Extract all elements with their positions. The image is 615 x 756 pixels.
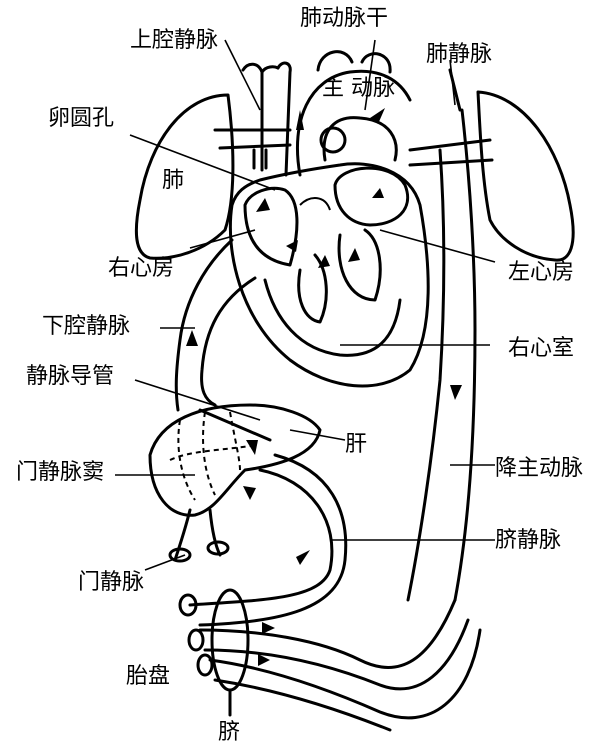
label-placenta: 胎盘 xyxy=(126,664,171,689)
arrow-14 xyxy=(246,440,258,455)
arrow-2 xyxy=(370,108,385,124)
umbilical-artery-2 xyxy=(208,628,482,720)
label-right-ventricle: 右心室 xyxy=(508,336,575,361)
ductus-venosus xyxy=(198,408,272,442)
umbilicus-ring xyxy=(210,588,250,692)
heart-outline xyxy=(228,162,430,388)
umbilical-vein xyxy=(188,468,334,607)
descending-aorta xyxy=(453,108,477,602)
pulmonary-trunk xyxy=(322,116,398,162)
label-inferior-vena-cava: 下腔静脉 xyxy=(42,314,131,339)
right-ventricle xyxy=(263,278,402,357)
label-descending-aorta: 降主动脉 xyxy=(495,456,584,481)
arrow-8 xyxy=(450,385,462,400)
arrow-4 xyxy=(286,240,298,252)
label-portal-vein: 门静脉 xyxy=(78,570,145,595)
label-umbilical-vein: 脐静脉 xyxy=(495,528,562,553)
arrow-1 xyxy=(296,110,304,130)
left-atrium xyxy=(333,166,409,227)
label-umbilicus: 脐 xyxy=(218,720,241,745)
label-left-atrium: 左心房 xyxy=(508,260,575,285)
label-aorta: 主 动脉 xyxy=(322,76,395,101)
arrow-5 xyxy=(318,255,330,268)
arrow-12 xyxy=(262,622,275,634)
label-superior-vena-cava: 上腔静脉 xyxy=(130,28,219,53)
liver xyxy=(148,403,322,517)
arrow-10 xyxy=(243,486,256,500)
arrow-9 xyxy=(186,330,198,346)
label-right-atrium: 右心房 xyxy=(108,256,175,281)
arrow-3 xyxy=(256,198,270,212)
umbilical-artery-1 xyxy=(198,598,457,669)
label-pulmonary-trunk: 肺动脉干 xyxy=(300,6,389,31)
portal-vein xyxy=(173,508,192,562)
right-lung xyxy=(134,93,235,260)
arrow-13 xyxy=(258,654,270,666)
label-pulmonary-vein: 肺静脉 xyxy=(426,42,493,67)
left-lung xyxy=(476,90,575,262)
arrow-6 xyxy=(348,248,360,262)
pulmonary-vein xyxy=(408,138,492,152)
label-lung: 肺 xyxy=(162,168,185,193)
aortic-arch xyxy=(295,69,412,177)
label-liver: 肝 xyxy=(345,432,368,457)
label-foramen-ovale: 卵圆孔 xyxy=(48,106,115,131)
arrow-7 xyxy=(372,188,384,198)
foramen-ovale xyxy=(299,197,331,211)
label-portal-sinus: 门静脉窦 xyxy=(16,460,105,485)
right-atrium xyxy=(243,186,299,267)
label-ductus-venosus: 静脉导管 xyxy=(26,364,115,389)
arrow-11 xyxy=(296,550,310,565)
inferior-vena-cava xyxy=(174,238,234,412)
